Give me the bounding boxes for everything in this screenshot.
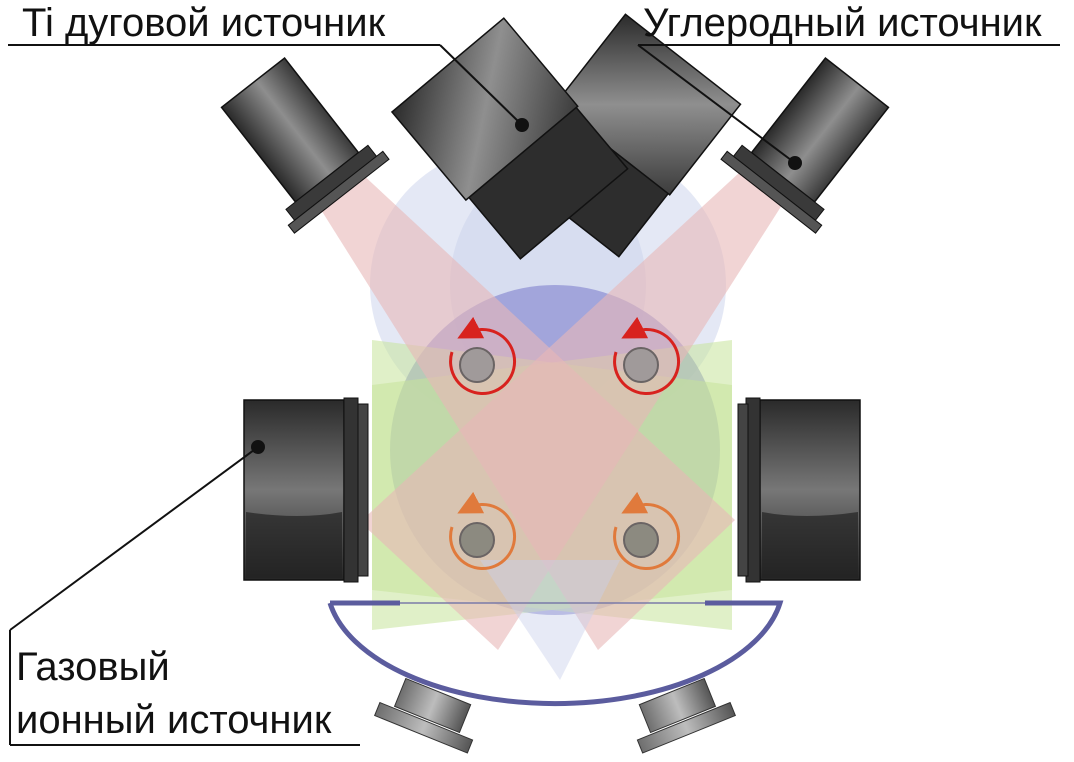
rotation-arrow-bottom-right (613, 491, 681, 570)
carbon-source-right (720, 57, 890, 234)
bottom-housing (327, 600, 784, 754)
gas-ion-source-right (737, 397, 861, 583)
label-gas-ion-source-line1: Газовый (16, 645, 170, 689)
ti-arc-source-left-box (390, 17, 629, 260)
substrate-holders (449, 316, 681, 570)
substrate-bottom-left (459, 522, 495, 558)
rotation-arrow-top-left (449, 316, 517, 395)
rotation-arrow-bottom-left (449, 491, 517, 570)
leader-dot-carbon (788, 156, 802, 170)
beam-blue-bottom (480, 560, 620, 680)
substrate-top-right (623, 347, 659, 383)
substrate-top-left (459, 347, 495, 383)
rotation-arrow-top-right (613, 316, 681, 395)
label-gas-ion-source-line2: ионный источник (16, 698, 332, 742)
leader-dot-ti (515, 118, 529, 132)
leader-ti (439, 44, 523, 126)
substrate-bottom-right (623, 522, 659, 558)
bottom-source-right (636, 677, 737, 754)
gas-ion-source-left (243, 397, 369, 583)
leader-dot-gas (251, 440, 265, 454)
label-ti-arc-source: Ti дуговой источник (22, 1, 386, 45)
housing-arc (327, 600, 784, 707)
bottom-source-left (373, 677, 474, 754)
leaders (8, 44, 1060, 746)
carbon-source-left (220, 57, 390, 234)
leader-gas (9, 446, 259, 631)
label-carbon-source: Углеродный источник (643, 1, 1042, 45)
leader-carbon (637, 44, 796, 164)
